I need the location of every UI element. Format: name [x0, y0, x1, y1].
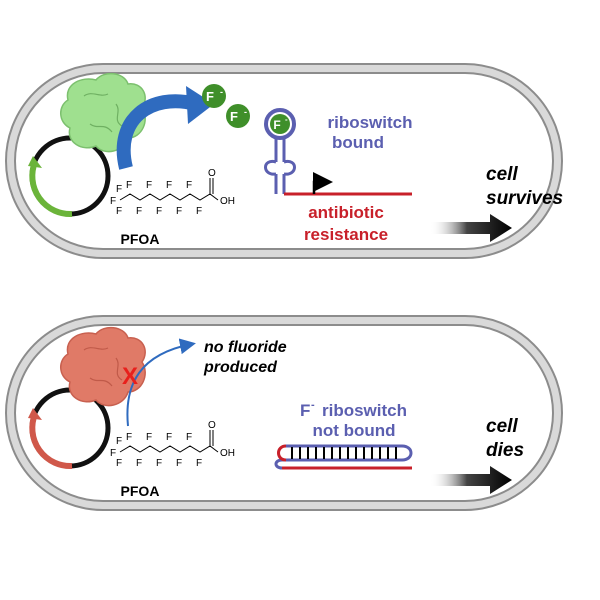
top-carbonyl-o: O [208, 168, 216, 179]
top-fluoride-release-arrowhead [186, 86, 214, 124]
top-plasmid-gene-arc [29, 160, 73, 218]
pfoa-f-10: F [186, 180, 192, 191]
bottom-plasmid-arrowhead [28, 408, 42, 420]
block-x-mark: X [122, 363, 138, 390]
bottom-hydroxyl: OH [220, 448, 235, 459]
bottom-pfoa-structure: O OH F F F F F F F F F F F [110, 420, 235, 469]
top-outcome-line2: survives [486, 188, 563, 209]
bound-fluoride-charge: - [285, 115, 288, 124]
top-cell: F - F - F - riboswitch bound antibiotic … [5, 63, 563, 259]
top-riboswitch-label-line1: riboswitch [327, 113, 412, 132]
bottom-blocked-path [126, 338, 196, 427]
pfoa-f-9: F [176, 206, 182, 217]
fluoride-ion-2-charge: - [244, 107, 247, 117]
bound-fluoride-label: F [273, 118, 280, 132]
bottom-enzyme [60, 326, 146, 407]
pfoa-f-4: F [126, 180, 132, 191]
bottom-message-line1: no fluoride [204, 339, 287, 356]
top-pfoa-label: PFOA [121, 231, 160, 247]
pfoa-f-11: F [196, 206, 202, 217]
fluoride-ion-1: F - [202, 84, 226, 108]
top-outcome-arrow [430, 214, 512, 242]
pfoa-b-f-4: F [126, 432, 132, 443]
top-gene-label-line1: antibiotic [308, 203, 384, 222]
top-hydroxyl: OH [220, 196, 235, 207]
bottom-riboswitch-label-line2: not bound [312, 421, 395, 440]
bottom-cell: X O OH F F F F F F F F F F F PFOA [5, 315, 563, 511]
top-gene-label-line2: resistance [304, 225, 388, 244]
pfoa-b-f-1: F [110, 448, 116, 459]
pfoa-b-f-3: F [116, 458, 122, 469]
top-pfoa-structure: O OH F F F F F F F F F F F [110, 168, 235, 217]
bottom-riboswitch-prefix: F [300, 401, 310, 420]
bottom-outcome-line1: cell [486, 416, 518, 437]
pfoa-b-f-2: F [116, 436, 122, 447]
pfoa-f-3: F [116, 206, 122, 217]
top-riboswitch-bound: F - [264, 108, 296, 194]
bottom-plasmid-gene-arc [29, 412, 73, 470]
pfoa-b-f-9: F [176, 458, 182, 469]
bottom-outcome-line2: dies [486, 440, 524, 461]
top-plasmid-arrowhead [28, 156, 42, 168]
bottom-riboswitch-unbound [274, 444, 413, 470]
pfoa-b-f-10: F [186, 432, 192, 443]
fluoride-ion-1-charge: - [220, 87, 223, 97]
bottom-outcome-arrow [430, 466, 512, 494]
bottom-pfoa-label: PFOA [121, 483, 160, 499]
bottom-riboswitch-charge: - [311, 399, 315, 411]
bottom-riboswitch-label-line1: riboswitch [322, 401, 407, 420]
fluoride-ion-1-label: F [206, 89, 214, 104]
pfoa-b-f-6: F [146, 432, 152, 443]
bottom-carbonyl-o: O [208, 420, 216, 431]
top-outcome-line1: cell [486, 164, 518, 185]
top-promoter-arrow [312, 172, 333, 194]
pfoa-b-f-11: F [196, 458, 202, 469]
pfoa-b-f-8: F [166, 432, 172, 443]
pfoa-f-2: F [116, 184, 122, 195]
top-fluoride-release-arrow [116, 94, 198, 170]
pfoa-f-1: F [110, 196, 116, 207]
pfoa-f-6: F [146, 180, 152, 191]
fluoride-ion-2: F - [226, 104, 250, 128]
bottom-message-line2: produced [203, 359, 278, 376]
bottom-cell-membrane-inner [14, 324, 554, 502]
pfoa-b-f-5: F [136, 458, 142, 469]
pfoa-b-f-7: F [156, 458, 162, 469]
fluoride-ion-2-label: F [230, 109, 238, 124]
pfoa-f-7: F [156, 206, 162, 217]
top-riboswitch-label-line2: bound [332, 133, 384, 152]
pfoa-f-5: F [136, 206, 142, 217]
pfoa-f-8: F [166, 180, 172, 191]
